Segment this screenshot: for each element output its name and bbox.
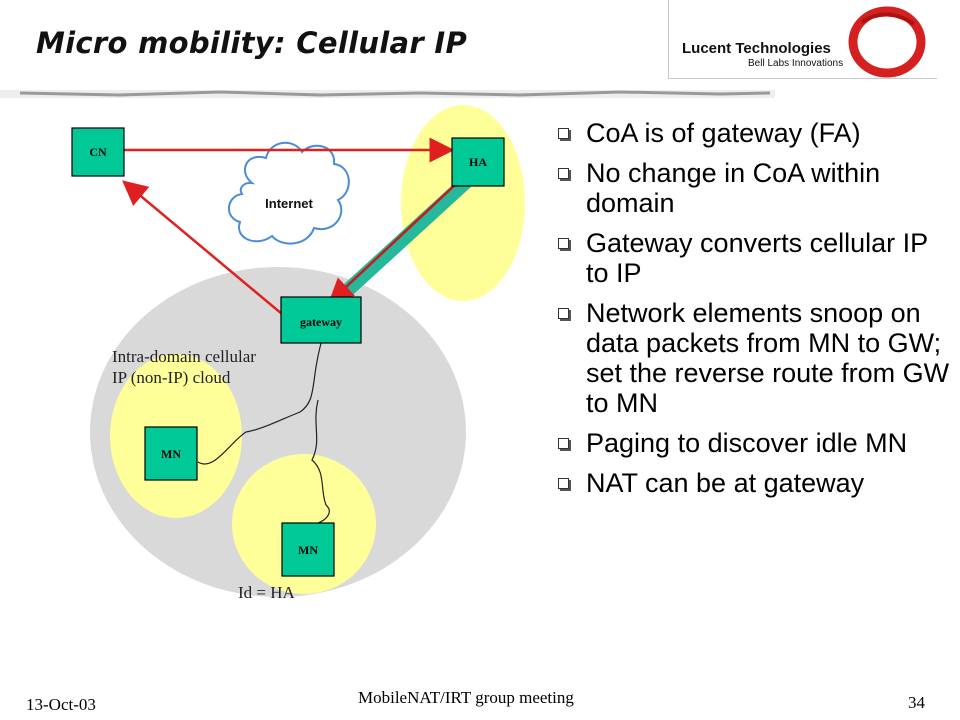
mn-node-label-left: MN: [161, 447, 181, 461]
ha-to-gateway-arrow: [328, 183, 457, 304]
internet-label: Internet: [265, 196, 313, 211]
domain-label-line1: Intra-domain cellular: [112, 347, 256, 366]
bullet-item: No change in CoA within domain: [554, 158, 954, 218]
mn-node-left: [144, 426, 198, 481]
gateway-to-mn2-link: [311, 399, 330, 524]
cn-node-label: CN: [89, 145, 107, 159]
page-number: 34: [908, 693, 925, 712]
ha-node: [451, 137, 505, 187]
id-label: Id = HA: [238, 583, 295, 602]
gateway-node: [280, 296, 362, 344]
header-frame: [668, 0, 937, 79]
bullet-square-icon: [558, 238, 569, 249]
cn-node: [71, 127, 125, 177]
bullet-item: CoA is of gateway (FA): [554, 118, 954, 148]
footer-date: 13-Oct-03: [26, 695, 96, 714]
domain-label-line2: IP (non-IP) cloud: [112, 368, 231, 387]
bullet-square-icon: [558, 438, 569, 449]
bullet-item: Network elements snoop on data packets f…: [554, 298, 954, 418]
mn-node-right: [281, 522, 335, 577]
internet-cloud-icon: [228, 142, 350, 245]
ha-node-label: HA: [469, 155, 487, 169]
bullet-square-icon: [558, 168, 569, 179]
bullet-square-icon: [558, 128, 569, 139]
gateway-node-label: gateway: [300, 315, 342, 329]
bullet-item: NAT can be at gateway: [554, 468, 954, 498]
brand-tagline: Bell Labs Innovations: [748, 58, 844, 69]
brand-name: Lucent Technologies: [682, 40, 831, 57]
domain-label: Intra-domain cellular IP (non-IP) cloud: [112, 346, 256, 388]
footer-title: MobileNAT/IRT group meeting: [358, 688, 574, 707]
bullet-square-icon: [558, 308, 569, 319]
bullet-text: Paging to discover idle MN: [586, 428, 908, 458]
bullet-text: Gateway converts cellular IP to IP: [586, 228, 928, 288]
slide-title: Micro mobility: Cellular IP: [36, 26, 468, 60]
bullet-square-icon: [558, 478, 569, 489]
bullet-text: No change in CoA within domain: [586, 158, 881, 218]
gateway-to-mn-link: [197, 339, 323, 465]
gateway-to-cn-arrow: [122, 180, 283, 315]
network-diagram: [71, 105, 525, 597]
bullet-list: CoA is of gateway (FA) No change in CoA …: [554, 118, 954, 508]
title-underline: [0, 90, 775, 98]
lucent-ring-logo: [848, 6, 926, 78]
bullet-item: Paging to discover idle MN: [554, 428, 954, 458]
bullet-text: CoA is of gateway (FA): [586, 118, 861, 148]
mn-node-label-right: MN: [298, 543, 318, 557]
bullet-text: Network elements snoop on data packets f…: [586, 298, 950, 418]
bullet-item: Gateway converts cellular IP to IP: [554, 228, 954, 288]
ha-cell: [401, 105, 525, 301]
bullet-text: NAT can be at gateway: [586, 468, 865, 498]
